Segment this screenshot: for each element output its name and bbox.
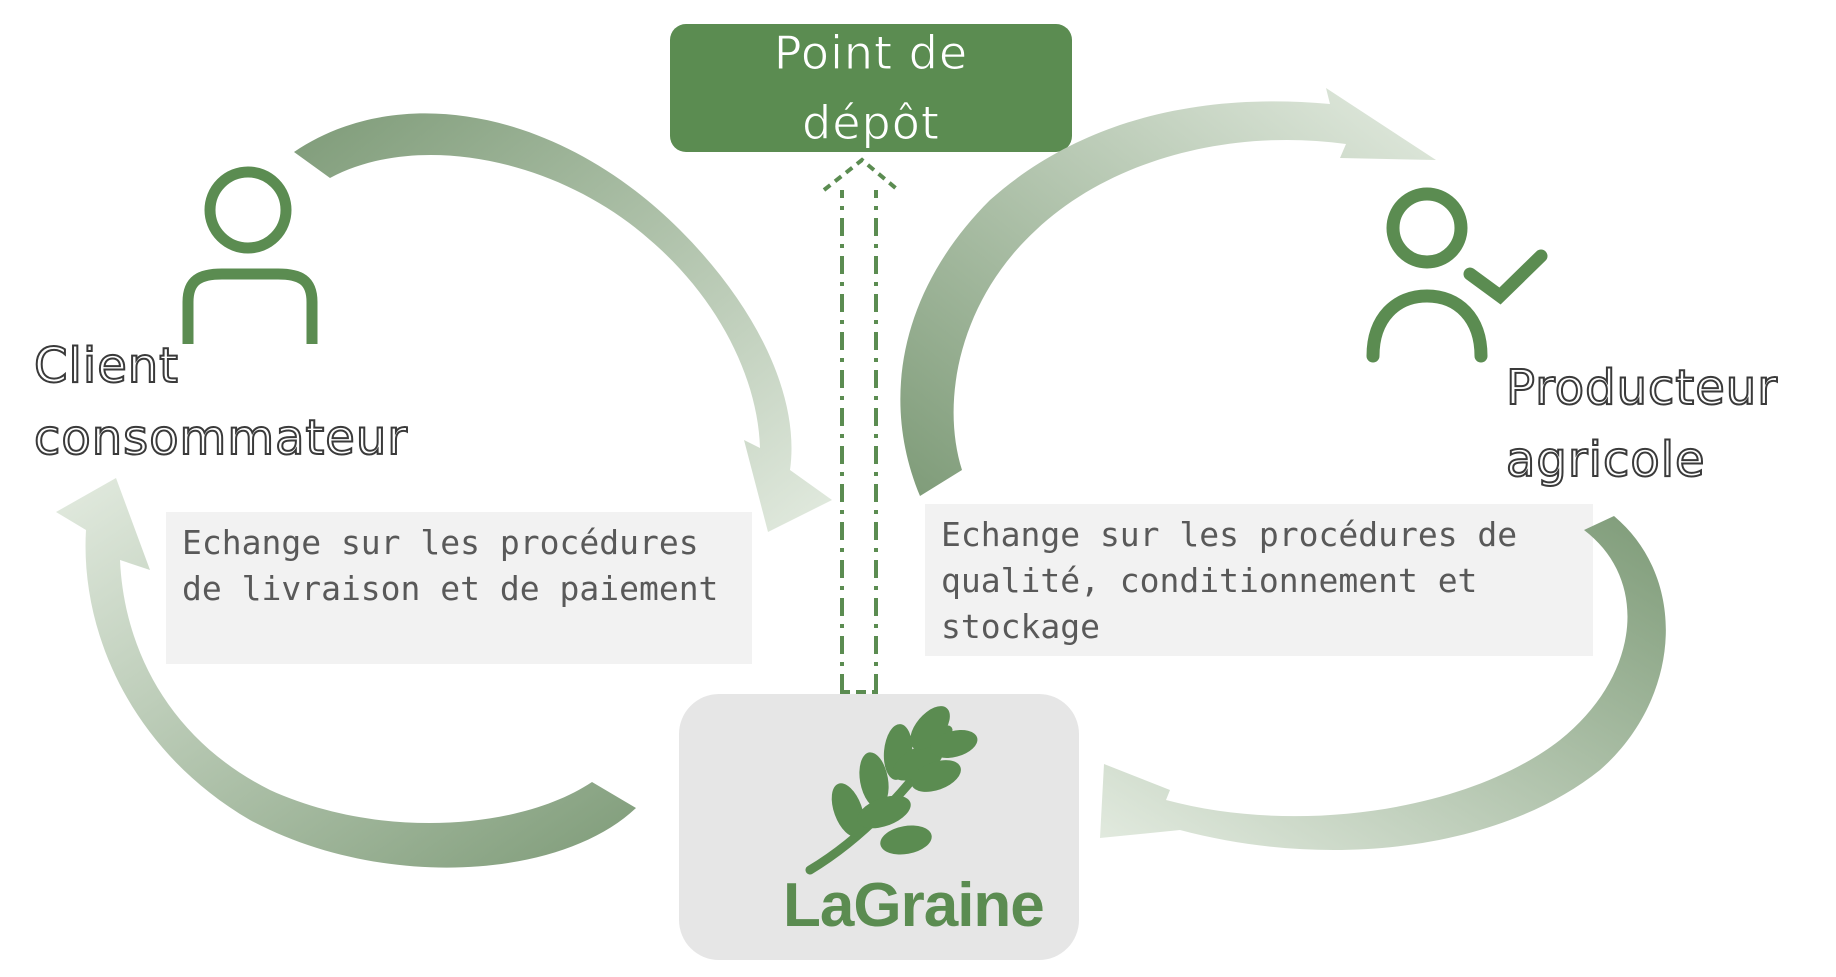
arrow-lagraine-to-producer [900,88,1436,496]
depot-label: Point de dépôt [773,26,969,151]
arrow-producer-to-lagraine [1100,516,1666,850]
person-check-icon [1366,187,1548,363]
person-icon [182,166,318,344]
depot-box: Point de dépôt [670,24,1072,152]
producer-label: Producteur agricole [1505,359,1778,489]
producer-exchange-note: Echange sur les procédures de qualité, c… [925,504,1593,656]
arrow-client-to-lagraine [294,113,832,532]
arrow-lagraine-to-depot [822,157,900,694]
wheat-leaf-icon [805,706,978,875]
brand-name: LaGraine [783,871,1045,940]
client-label: Client consommateur [33,337,408,467]
client-exchange-note: Echange sur les procédures de livraison … [166,512,752,664]
arrow-lagraine-to-client [56,478,636,868]
